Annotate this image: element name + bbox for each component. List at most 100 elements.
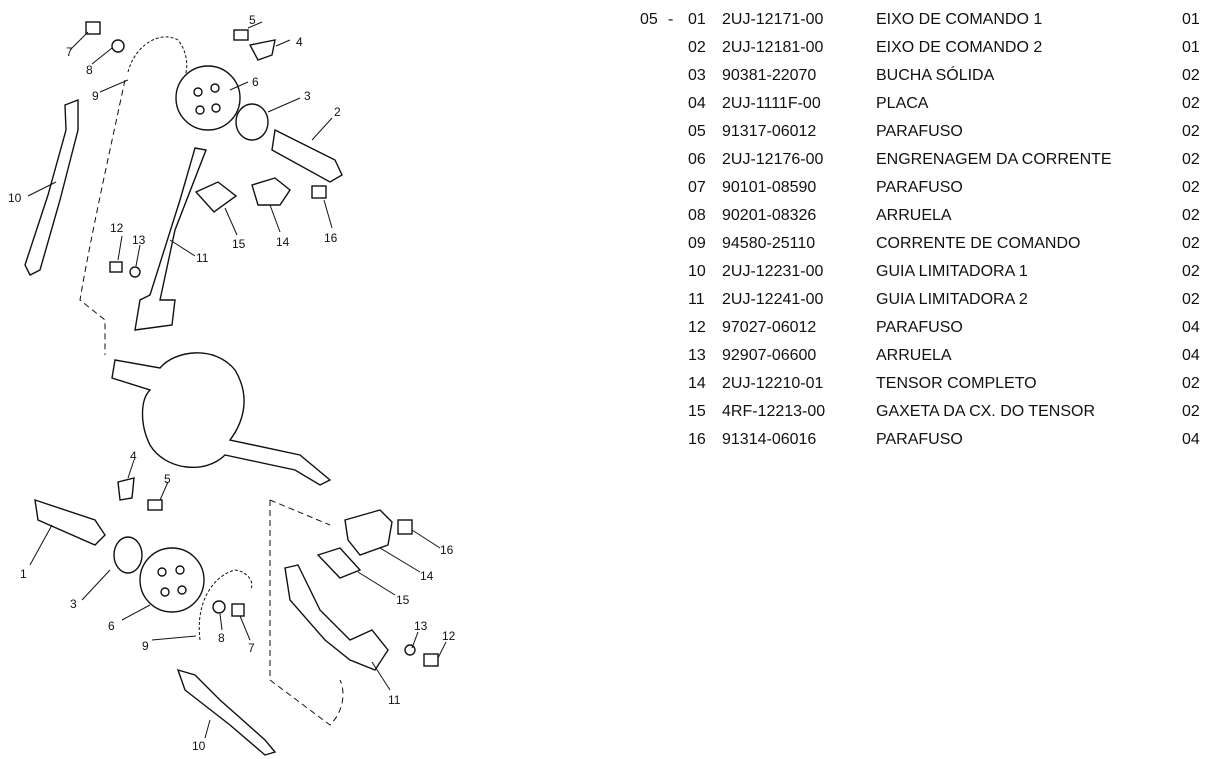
part-quantity: 01 xyxy=(1182,39,1200,56)
part-code: 4RF-12213-00 xyxy=(722,403,826,420)
part-description: BUCHA SÓLIDA xyxy=(876,67,995,84)
part-description: PARAFUSO xyxy=(876,319,963,336)
washer-8-top xyxy=(111,39,125,53)
chain-path-top xyxy=(79,79,126,355)
chain-guide-10-top xyxy=(24,98,79,276)
callout-4-top: 4 xyxy=(296,35,303,49)
callout-16-top: 16 xyxy=(324,231,338,245)
section-separator xyxy=(668,342,688,370)
part-quantity: 04 xyxy=(1182,347,1200,364)
section-number xyxy=(640,118,668,146)
part-quantity: 04 xyxy=(1182,431,1200,448)
item-number: 07 xyxy=(688,179,706,196)
section-number xyxy=(640,202,668,230)
part-quantity: 02 xyxy=(1182,151,1200,168)
bolt-12-bottom xyxy=(423,653,439,667)
part-quantity: 02 xyxy=(1182,67,1200,84)
section-number xyxy=(640,90,668,118)
callout-1-bottom: 1 xyxy=(20,567,27,581)
section-number xyxy=(640,342,668,370)
part-quantity: 02 xyxy=(1182,179,1200,196)
bushing-top xyxy=(235,103,269,141)
item-number: 06 xyxy=(688,151,706,168)
item-number: 03 xyxy=(688,67,706,84)
bolt-12-top xyxy=(109,261,123,273)
section-number xyxy=(640,314,668,342)
callout-8-top: 8 xyxy=(86,63,93,77)
part-description: PLACA xyxy=(876,95,929,112)
part-code: 2UJ-12210-01 xyxy=(722,375,824,392)
section-number: 05 xyxy=(640,11,658,28)
timing-chain-top xyxy=(127,36,188,81)
part-quantity: 01 xyxy=(1182,11,1200,28)
callout-2-top: 2 xyxy=(334,105,341,119)
callout-15-top: 15 xyxy=(232,237,246,251)
crankshaft xyxy=(111,352,332,486)
callout-5-top: 5 xyxy=(249,13,256,27)
callout-6-top: 6 xyxy=(252,75,259,89)
cam-sprocket-top xyxy=(175,65,241,131)
callout-7-top: 7 xyxy=(66,45,73,59)
item-number: 02 xyxy=(688,39,706,56)
section-separator xyxy=(668,286,688,314)
sprocket-hole xyxy=(177,585,187,595)
part-code: 94580-25110 xyxy=(722,235,816,252)
washer-13-bottom xyxy=(404,644,416,656)
cam-sprocket-bottom xyxy=(139,547,205,613)
callout-12-top: 12 xyxy=(110,221,124,235)
bolt-5-top xyxy=(233,29,249,41)
sprocket-hole xyxy=(211,103,221,113)
tensor-gasket-top xyxy=(194,181,238,213)
exploded-parts-diagram: 7 8 9 5 4 6 3 2 10 11 12 13 15 14 16 1 3… xyxy=(8,13,456,756)
section-number xyxy=(640,426,668,454)
section-separator xyxy=(668,314,688,342)
sprocket-hole xyxy=(210,83,220,93)
item-number: 16 xyxy=(688,431,706,448)
callout-4-bottom: 4 xyxy=(130,449,137,463)
part-description: ARRUELA xyxy=(876,207,952,224)
part-description: GUIA LIMITADORA 2 xyxy=(876,291,1028,308)
part-quantity: 02 xyxy=(1182,291,1200,308)
part-quantity: 02 xyxy=(1182,123,1200,140)
sprocket-hole xyxy=(195,105,205,115)
section-number xyxy=(640,370,668,398)
camshaft-1 xyxy=(34,498,106,546)
part-code: 2UJ-12181-00 xyxy=(722,39,824,56)
part-description: CORRENTE DE COMANDO xyxy=(876,235,1081,252)
section-number xyxy=(640,174,668,202)
bolt-5-bottom xyxy=(147,499,163,511)
section-separator xyxy=(668,118,688,146)
callouts-bottom: 1 3 4 5 6 7 8 9 10 11 12 13 14 15 16 xyxy=(20,449,456,753)
part-quantity: 02 xyxy=(1182,375,1200,392)
part-description: EIXO DE COMANDO 2 xyxy=(876,39,1043,56)
part-code: 90201-08326 xyxy=(722,207,817,224)
sprocket-hole xyxy=(175,565,185,575)
callout-7-bottom: 7 xyxy=(248,641,255,655)
part-code: 91317-06012 xyxy=(722,123,817,140)
tensor-gasket-bottom xyxy=(316,547,362,579)
section-separator xyxy=(668,258,688,286)
section-separator xyxy=(668,174,688,202)
callout-12-bottom: 12 xyxy=(442,629,456,643)
item-number: 08 xyxy=(688,207,706,224)
part-code: 91314-06016 xyxy=(722,431,817,448)
bushing-bottom xyxy=(113,536,143,574)
part-code: 92907-06600 xyxy=(722,347,817,364)
callout-11-top: 11 xyxy=(196,251,209,265)
camshaft-2 xyxy=(271,128,343,183)
part-code: 2UJ-1111F-00 xyxy=(722,95,821,112)
part-description: EIXO DE COMANDO 1 xyxy=(876,11,1043,28)
chain-path-middle xyxy=(269,499,344,726)
part-description: GAXETA DA CX. DO TENSOR xyxy=(876,403,1096,420)
callout-15-bottom: 15 xyxy=(396,593,410,607)
part-code: 97027-06012 xyxy=(722,319,817,336)
callout-14-bottom: 14 xyxy=(420,569,434,583)
callout-6-bottom: 6 xyxy=(108,619,115,633)
